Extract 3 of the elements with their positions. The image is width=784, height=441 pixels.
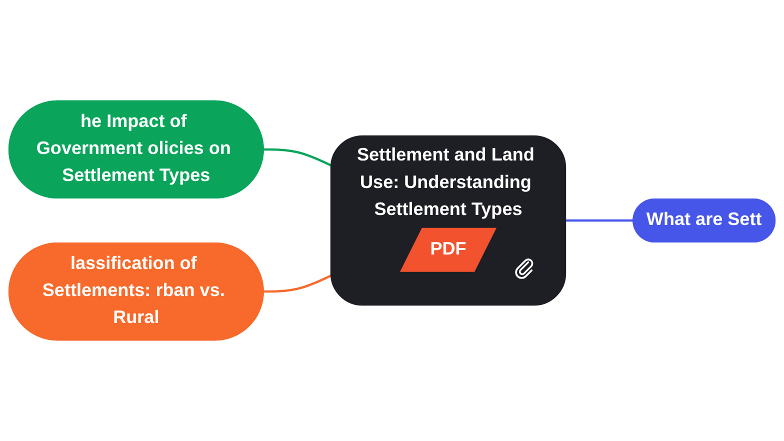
- connector: [566, 219, 634, 222]
- connector: [263, 274, 332, 293]
- connector: [263, 148, 332, 166]
